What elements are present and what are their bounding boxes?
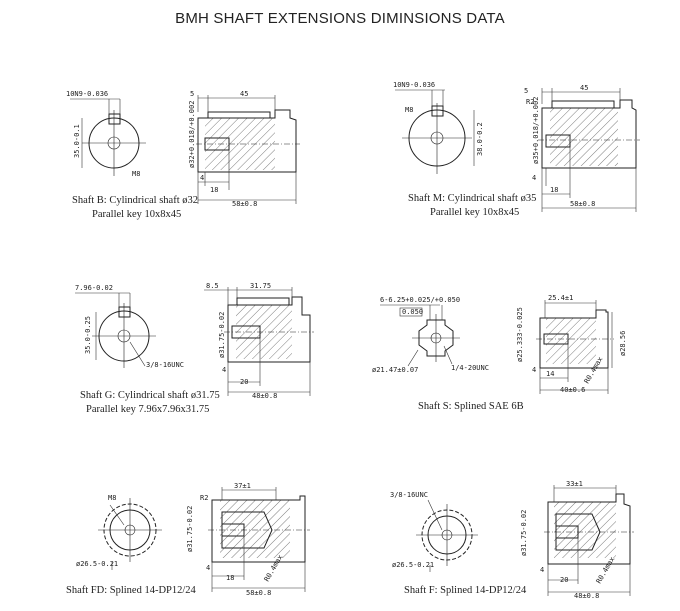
end-view-b <box>70 98 146 176</box>
label-lenkey-m: 5 <box>524 87 528 95</box>
panel-shaft-f: 3/8-16UNC ø26.5-0.21 33±1 ø31.75-0.02 4 … <box>390 480 634 600</box>
label-d4-g: 4 <box>222 366 226 374</box>
label-total-b: 58±0.8 <box>232 200 257 208</box>
label-key-b: 10N9-0.036 <box>66 90 108 98</box>
label-lentop-s: 25.4±1 <box>548 294 573 302</box>
label-key-g: 7.96-0.02 <box>75 284 113 292</box>
side-view-s <box>536 300 614 394</box>
label-d18-b: 18 <box>210 186 218 194</box>
label-total-fd: 58±0.8 <box>246 589 271 597</box>
label-total-s: 40±0.6 <box>560 386 585 394</box>
label-diam-b: ø32+0.018/+0.002 <box>188 101 196 168</box>
label-lenkey-g: 8.5 <box>206 282 219 290</box>
label-bolt-b: M8 <box>132 170 140 178</box>
caption-m-line2: Parallel key 10x8x45 <box>430 207 519 218</box>
caption-m-line1: Shaft M: Cylindrical shaft ø35 <box>408 193 536 204</box>
label-bolt-s: 1/4-20UNC <box>451 364 489 372</box>
caption-f-line1: Shaft F: Splined 14-DP12/24 <box>404 585 527 596</box>
caption-g-line1: Shaft G: Cylindrical shaft ø31.75 <box>80 390 220 401</box>
side-view-f <box>544 485 634 596</box>
caption-g-line2: Parallel key 7.96x7.96x31.75 <box>86 404 209 415</box>
label-d20-g: 20 <box>240 378 248 386</box>
label-d4-fd: 4 <box>206 564 210 572</box>
label-d18-m: 18 <box>550 186 558 194</box>
end-view-fd <box>98 498 162 570</box>
end-view-s <box>380 304 460 367</box>
panel-shaft-g: 7.96-0.02 35.0-0.25 3/8-16UNC 8.5 31.75 … <box>75 282 314 415</box>
label-lentop-g: 31.75 <box>250 282 271 290</box>
side-view-b <box>196 95 300 204</box>
label-diam-m: ø35+0.018/+0.002 <box>532 97 540 164</box>
label-bolt-fd: M8 <box>108 494 116 502</box>
side-view-fd <box>208 487 310 592</box>
label-lentop-fd: 37±1 <box>234 482 251 490</box>
label-d4-m: 4 <box>532 174 536 182</box>
label-lentop-f: 33±1 <box>566 480 583 488</box>
label-keyh-b: 35.0-0.1 <box>73 124 81 158</box>
label-outer-f: ø26.5-0.21 <box>392 561 434 569</box>
label-d4-s: 4 <box>532 366 536 374</box>
label-total-g: 48±0.8 <box>252 392 277 400</box>
panel-shaft-fd: M8 ø26.5-0.21 37±1 R2 ø31.75-0.02 4 18 5… <box>66 482 310 597</box>
page-title: BMH SHAFT EXTENSIONS DIMINSIONS DATA <box>175 10 505 27</box>
label-diam-g: ø31.75-0.02 <box>218 312 226 358</box>
label-keyh-g: 35.0-0.25 <box>84 316 92 354</box>
label-bolt-m: M8 <box>405 106 413 114</box>
label-key-m: 10N9-0.036 <box>393 81 435 89</box>
label-d20-f: 20 <box>560 576 568 584</box>
label-outer-s: ø21.47±0.07 <box>372 366 418 374</box>
label-outer-fd: ø26.5-0.21 <box>76 560 118 568</box>
label-lenkey-b: 5 <box>190 90 194 98</box>
label-r-m: R2 <box>526 98 534 106</box>
label-d14-s: 14 <box>546 370 554 378</box>
panel-shaft-m: 10N9-0.036 M8 38.0-0.2 5 45 R2 ø35+0.018… <box>393 81 640 218</box>
label-diam-f: ø31.75-0.02 <box>520 510 528 556</box>
label-total-m: 58±0.8 <box>570 200 595 208</box>
label-d4-b: 4 <box>200 174 204 182</box>
label-d4-f: 4 <box>540 566 544 574</box>
end-view-g <box>75 292 156 368</box>
label-diam2-s: ø28.56 <box>619 331 627 356</box>
label-rmax-f: R0.4max <box>595 555 617 585</box>
end-view-f <box>416 499 478 572</box>
side-view-g <box>204 287 314 396</box>
panel-shaft-s: 6-6.25+0.025/+0.050 0.050 ø21.47±0.07 1/… <box>372 294 627 412</box>
caption-b-line1: Shaft B: Cylindrical shaft ø32 <box>72 195 198 206</box>
label-d18-fd: 18 <box>226 574 234 582</box>
label-lentop-b: 45 <box>240 90 248 98</box>
side-view-m <box>538 88 640 212</box>
label-diam-fd: ø31.75-0.02 <box>186 506 194 552</box>
caption-fd-line1: Shaft FD: Splined 14-DP12/24 <box>66 585 197 596</box>
caption-b-line2: Parallel key 10x8x45 <box>92 209 181 220</box>
label-diam-s: ø25.333-0.025 <box>516 307 524 362</box>
label-tol-s: 0.050 <box>402 308 423 316</box>
label-r-fd: R2 <box>200 494 208 502</box>
label-bolt-f: 3/8-16UNC <box>390 491 428 499</box>
label-lentop-m: 45 <box>580 84 588 92</box>
panel-shaft-b: 10N9-0.036 35.0-0.1 M8 5 45 ø32+0.018/+0… <box>66 90 300 220</box>
label-total-f: 48±0.8 <box>574 592 599 600</box>
end-view-m <box>395 89 475 174</box>
label-spline-s: 6-6.25+0.025/+0.050 <box>380 296 460 304</box>
label-bolt-g: 3/8-16UNC <box>146 361 184 369</box>
caption-s-line1: Shaft S: Splined SAE 6B <box>418 401 524 412</box>
label-keyh-m: 38.0-0.2 <box>476 122 484 156</box>
